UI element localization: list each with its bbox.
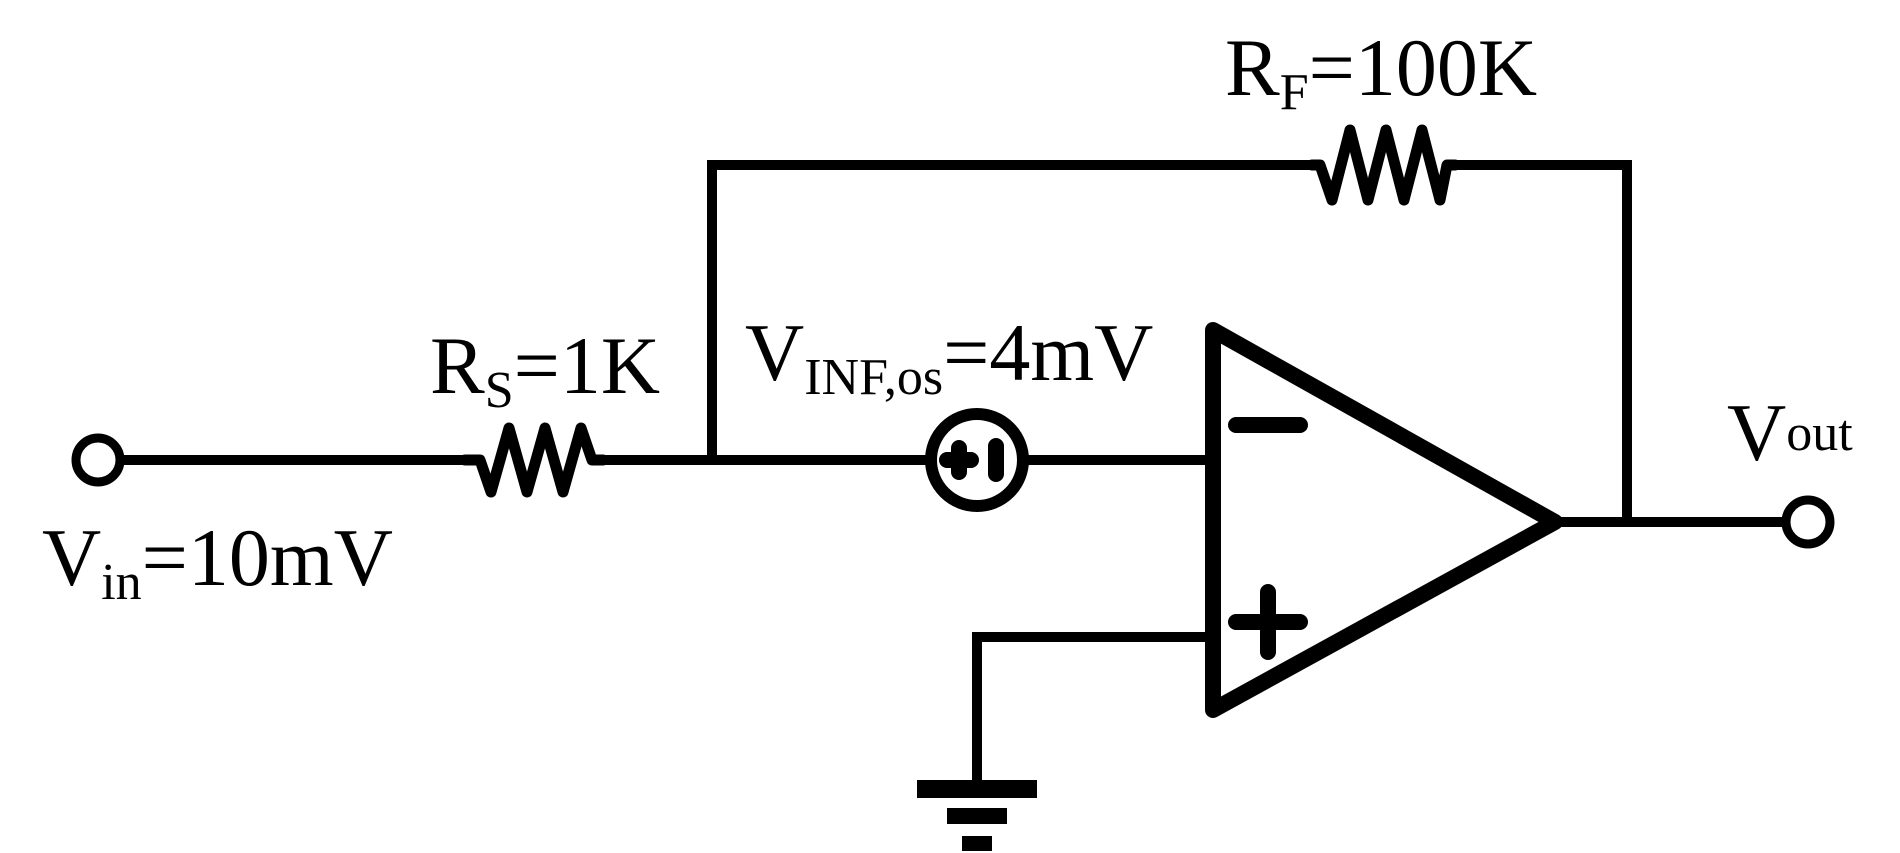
- wires: [115, 160, 1792, 785]
- vin-terminal: [71, 433, 125, 487]
- opamp: [1205, 322, 1563, 718]
- offset-voltage-label: VINF,os=4mV: [745, 307, 1153, 406]
- offset-voltage-source: [925, 408, 1029, 512]
- rf-label: RF=100K: [1225, 22, 1537, 121]
- wire-noninverting-to-ground: [972, 632, 1218, 785]
- vout-label: Vout: [1727, 387, 1853, 478]
- opamp-triangle: [1205, 322, 1563, 718]
- vin-label: Vin=10mV: [42, 512, 393, 611]
- resistor-rf: [1306, 124, 1461, 206]
- vout-terminal: [1781, 495, 1835, 549]
- rs-label: RS=1K: [430, 320, 660, 419]
- resistor-rs: [459, 422, 609, 498]
- ground-symbol: [917, 780, 1037, 851]
